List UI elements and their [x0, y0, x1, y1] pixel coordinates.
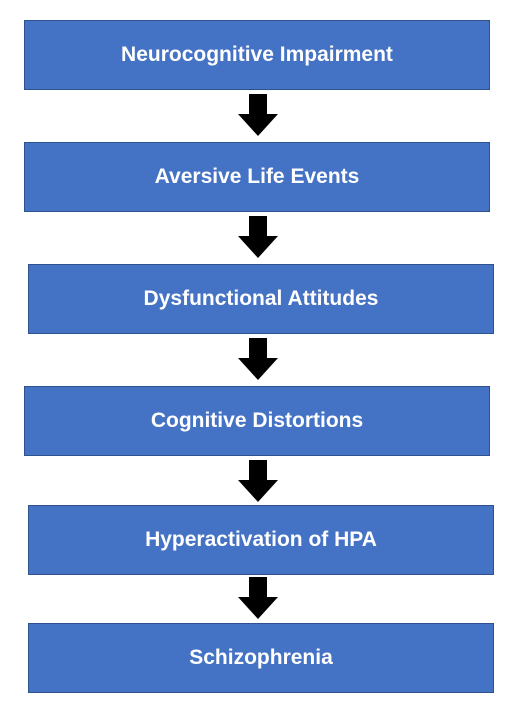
down-arrow-icon — [238, 94, 278, 136]
step-dysfunctional-attitudes: Dysfunctional Attitudes — [28, 264, 494, 334]
step-label: Aversive Life Events — [154, 165, 360, 188]
step-schizophrenia: Schizophrenia — [28, 623, 494, 693]
down-arrow-icon — [238, 216, 278, 258]
step-label: Dysfunctional Attitudes — [143, 287, 379, 310]
step-hyperactivation-of-hpa: Hyperactivation of HPA — [28, 505, 494, 575]
down-arrow-icon — [238, 577, 278, 619]
step-cognitive-distortions: Cognitive Distortions — [24, 386, 490, 456]
down-arrow-icon — [238, 460, 278, 502]
step-label: Cognitive Distortions — [150, 409, 364, 432]
down-arrow-icon — [238, 338, 278, 380]
step-label: Hyperactivation of HPA — [145, 528, 377, 551]
step-label: Neurocognitive Impairment — [121, 43, 393, 66]
step-neurocognitive-impairment: Neurocognitive Impairment — [24, 20, 490, 90]
step-aversive-life-events: Aversive Life Events — [24, 142, 490, 212]
step-label: Schizophrenia — [189, 646, 333, 669]
